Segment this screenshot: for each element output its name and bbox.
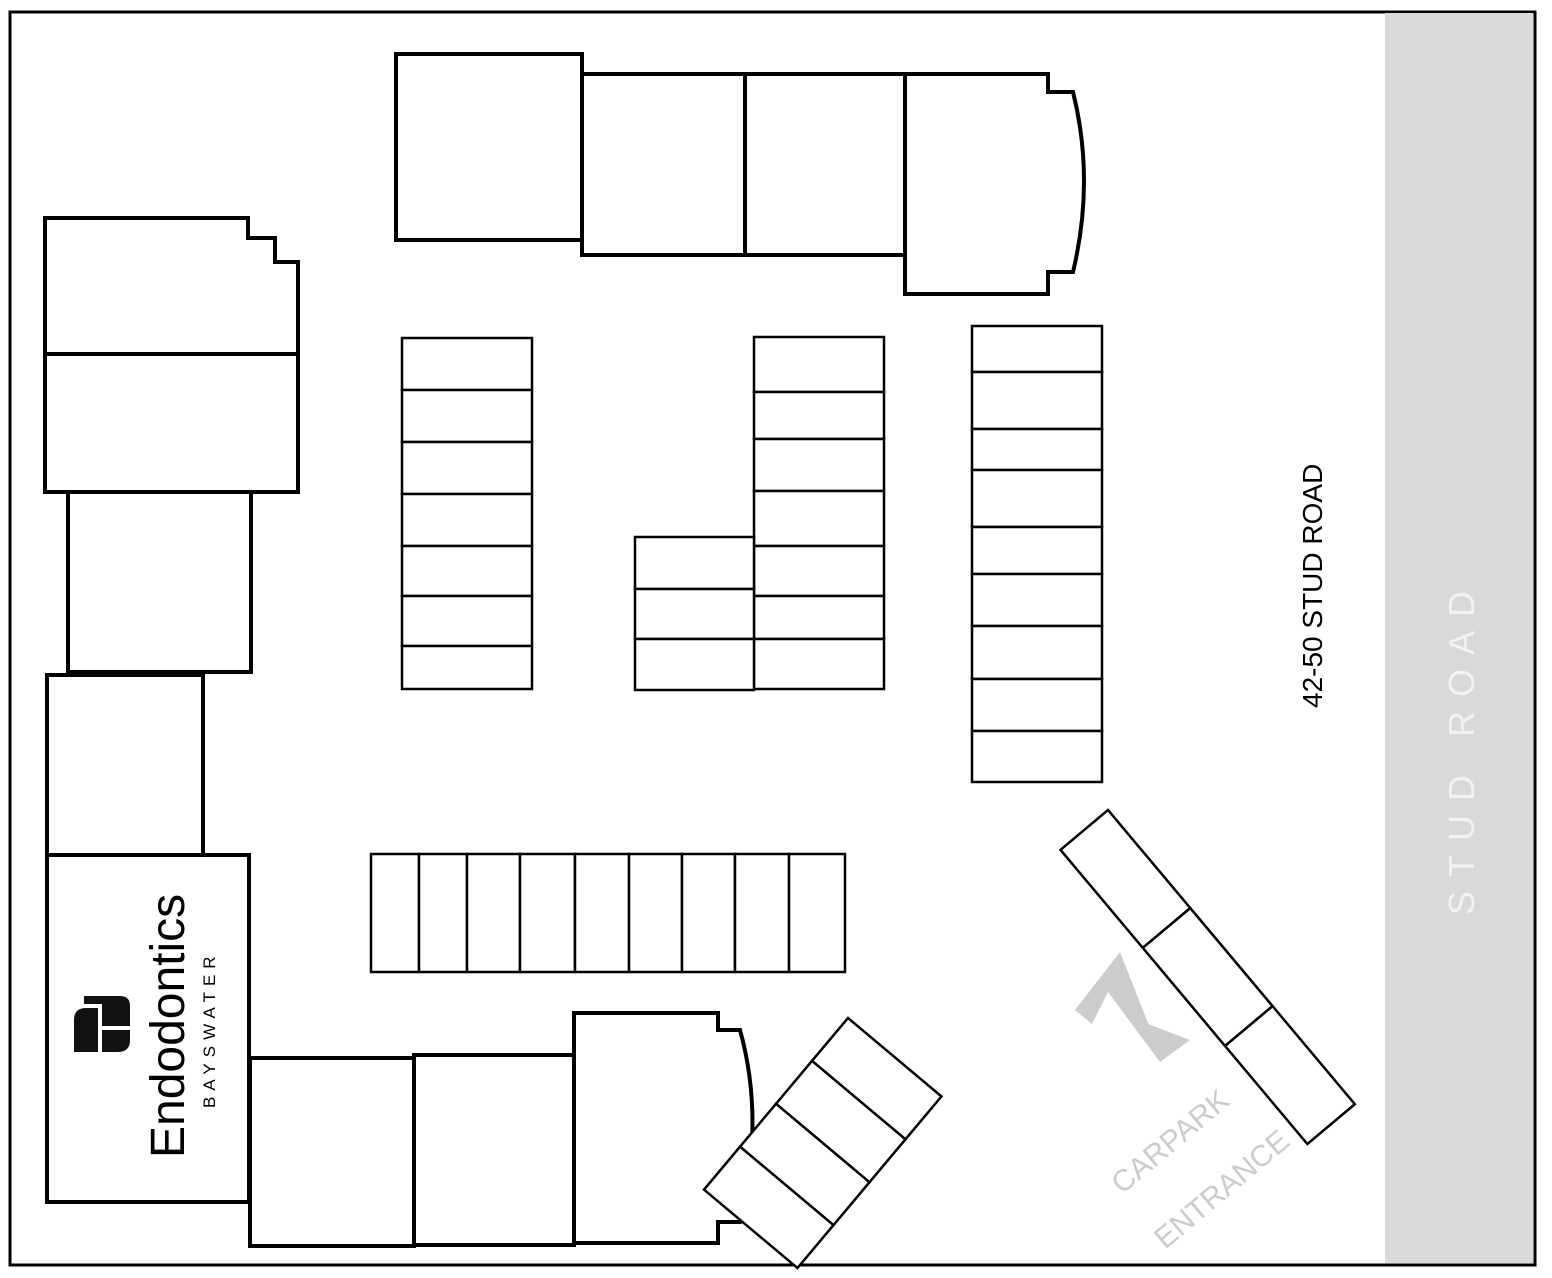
parking-bay (752, 335, 886, 394)
parking-bay (970, 677, 1104, 733)
bottom-building-row (248, 1011, 755, 1248)
parking-bay (627, 852, 684, 974)
parking-bay (970, 624, 1104, 681)
parking-bay (400, 440, 534, 496)
parking-bay (787, 852, 847, 974)
parking-bay (518, 852, 577, 974)
entrance-arrow-icon (1075, 952, 1190, 1062)
parking-bay (970, 525, 1104, 576)
clinic-logo-icon (74, 996, 130, 1052)
top-building-unit-4 (903, 72, 1086, 296)
parking-bay (400, 594, 534, 648)
clinic-name: Endodontics (142, 894, 195, 1158)
parking-bay (400, 336, 534, 392)
bottom-building-unit-1 (248, 1056, 416, 1248)
top-building-row (394, 52, 1086, 296)
parking-bay (573, 852, 631, 974)
clinic-logo: Endodontics BAYSWATER (74, 894, 219, 1158)
parking-bay-highlighted (369, 852, 421, 974)
parking-bay (970, 729, 1104, 784)
parking-block-f-bays (1058, 808, 1357, 1146)
top-building-unit-2 (580, 72, 747, 257)
stud-road-label: STUD ROAD (1441, 577, 1482, 915)
parking-bay-highlighted (465, 852, 522, 974)
parking-bay (970, 572, 1104, 628)
parking-bay (970, 468, 1104, 529)
left-building-column (43, 216, 300, 1204)
left-building-unit-4 (45, 673, 205, 857)
parking-bay (400, 388, 534, 444)
parking-bay (970, 370, 1104, 431)
left-building-unit-3 (66, 490, 253, 674)
parking-bay (970, 324, 1104, 374)
parking-bay (752, 437, 886, 493)
top-building-unit-3 (743, 72, 907, 257)
address-label: 42-50 STUD ROAD (1297, 464, 1328, 708)
parking-bay (752, 544, 886, 598)
parking-bay (970, 427, 1104, 472)
parking-bay-highlighted (400, 644, 534, 691)
parking-bay (680, 852, 737, 974)
parking-bay-reserved (1223, 1004, 1357, 1146)
parking-block-c (970, 324, 1104, 784)
left-building-unit-2 (43, 352, 300, 494)
parking-bay (733, 852, 791, 974)
stud-road (1385, 13, 1533, 1263)
bottom-building-unit-2 (412, 1053, 576, 1247)
parking-bay (400, 544, 534, 598)
parking-bay (702, 1144, 836, 1270)
parking-bay (633, 587, 756, 641)
parking-bay-highlighted (417, 852, 469, 974)
parking-block-a (400, 336, 534, 691)
parking-bay (633, 535, 756, 591)
parking-bay (752, 594, 886, 641)
parking-bay (633, 637, 756, 692)
left-building-unit-1 (43, 216, 300, 356)
parking-block-e (702, 1016, 944, 1270)
parking-bay (752, 390, 886, 441)
parking-bay (400, 492, 534, 548)
top-building-unit-1 (394, 52, 584, 242)
map-frame (8, 10, 1537, 1267)
parking-bay (752, 489, 886, 548)
clinic-subtitle: BAYSWATER (200, 950, 219, 1108)
parking-block-b (633, 335, 886, 692)
parking-block-d (369, 852, 847, 974)
parking-bay (752, 637, 886, 691)
